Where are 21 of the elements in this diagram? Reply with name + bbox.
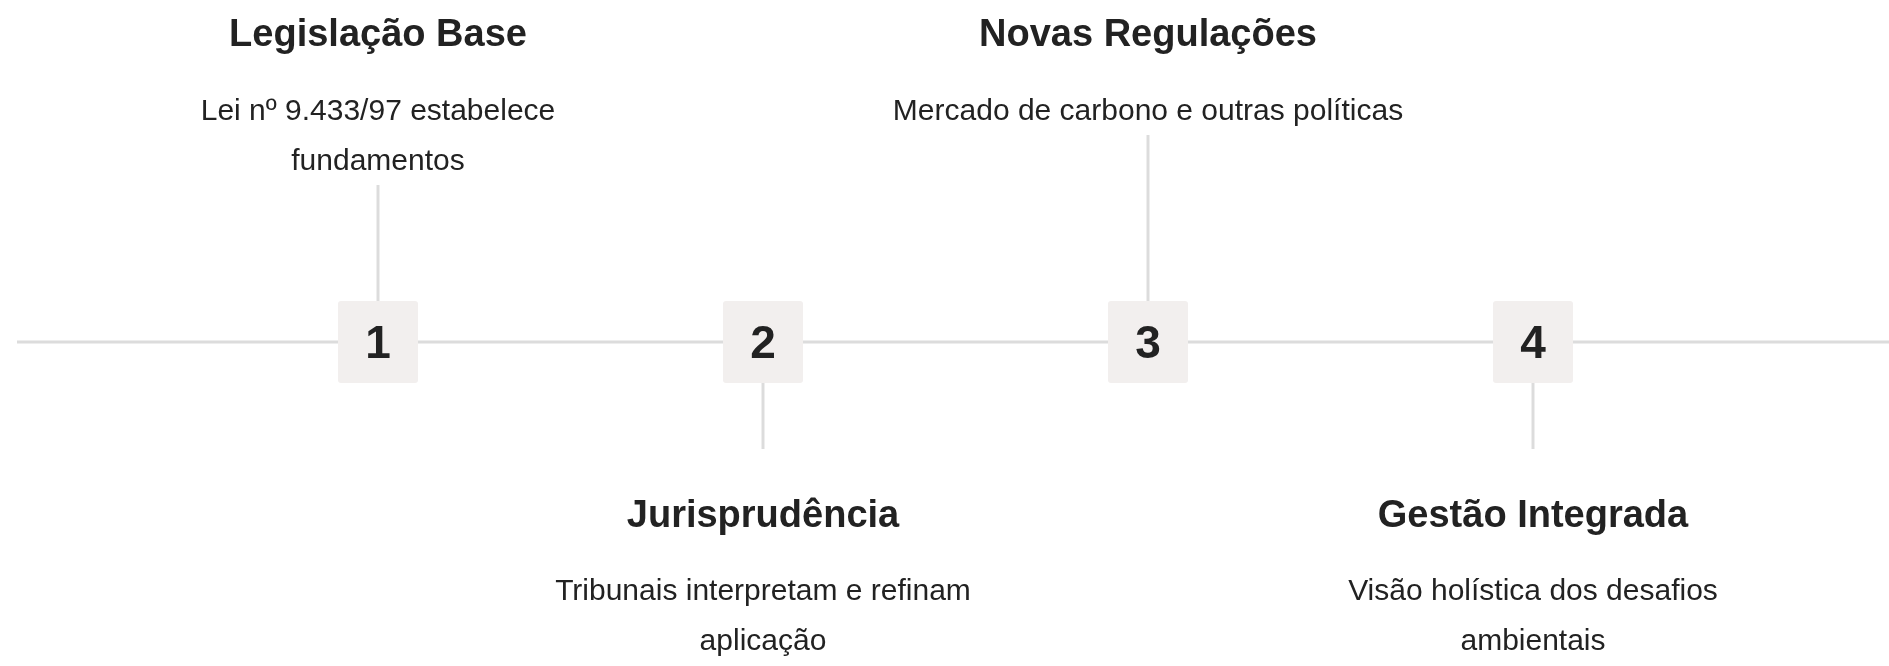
step-number-box: 1 [338, 301, 418, 383]
timeline-line [418, 340, 723, 344]
connector-line [761, 383, 765, 449]
milestone-title: Legislação Base [229, 11, 527, 56]
connector-line [1531, 383, 1535, 449]
timeline-line [803, 340, 1108, 344]
milestone-description: Tribunais interpretam e refinam aplicação [554, 572, 972, 658]
milestone-title: Gestão Integrada [1377, 492, 1689, 537]
step-number-box: 3 [1108, 301, 1188, 383]
milestone-title: Jurisprudência [626, 492, 900, 537]
connector-line [1146, 135, 1150, 301]
timeline-line [1188, 340, 1493, 344]
milestone-description: Lei nº 9.433/97 estabelece fundamentos [199, 92, 557, 178]
milestone-description: Mercado de carbono e outras políticas [891, 92, 1405, 128]
connector-line [376, 185, 380, 301]
milestone-description: Visão holística dos desafios ambientais [1347, 572, 1719, 658]
step-number-box: 4 [1493, 301, 1573, 383]
timeline-line [17, 340, 338, 344]
timeline-line [1573, 340, 1889, 344]
milestone-title: Novas Regulações [979, 11, 1317, 56]
step-number-box: 2 [723, 301, 803, 383]
